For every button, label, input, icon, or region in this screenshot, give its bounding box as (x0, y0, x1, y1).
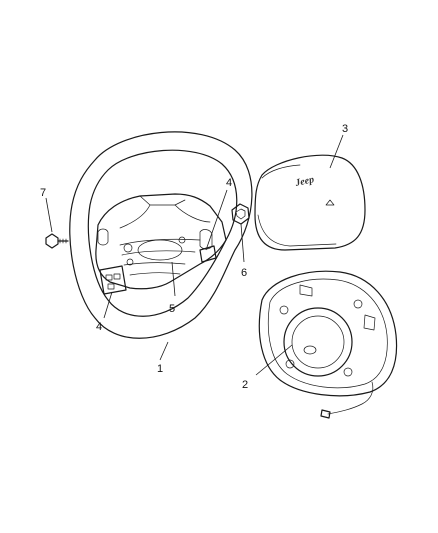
leader-lines (45, 134, 344, 376)
airbag-cover: Jeep (254, 154, 366, 251)
steering-wheel (69, 131, 253, 339)
callouts: 1 2 3 4 4 5 6 7 (40, 123, 348, 391)
airbag-module (258, 270, 398, 419)
callout-5: 5 (169, 303, 175, 315)
callout-4-lower: 4 (96, 321, 102, 333)
horn-switch (199, 245, 217, 263)
mounting-bolt (45, 233, 69, 249)
callout-6: 6 (241, 267, 247, 279)
callout-4-upper: 4 (226, 177, 232, 189)
jeep-logo-text: Jeep (293, 174, 315, 189)
callout-7: 7 (40, 187, 46, 199)
callout-1: 1 (157, 363, 163, 375)
steering-wheel-nut (231, 203, 250, 225)
callout-2: 2 (242, 379, 248, 391)
cruise-switch (99, 265, 127, 295)
callout-3: 3 (342, 123, 348, 135)
